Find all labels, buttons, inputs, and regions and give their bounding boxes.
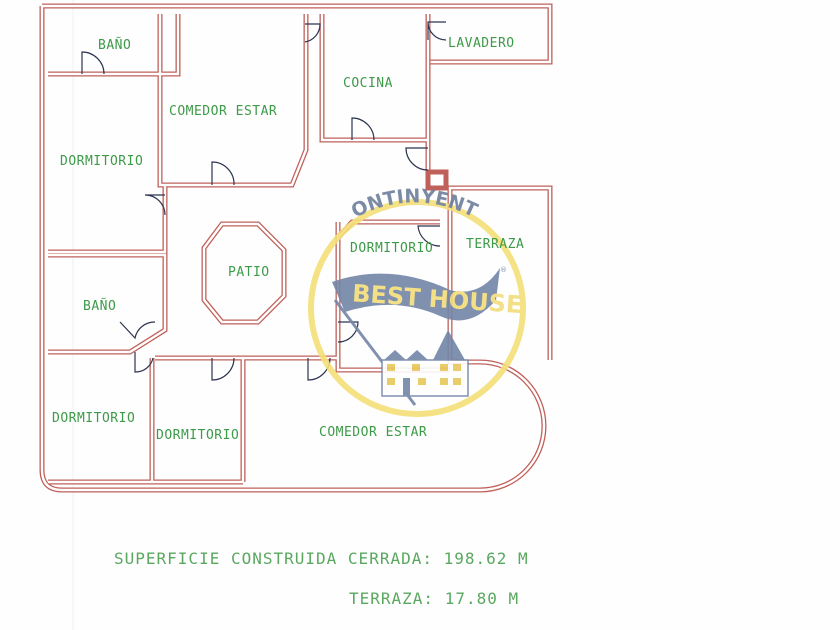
area-summary: SUPERFICIE CONSTRUIDA CERRADA: 198.62 M … — [114, 549, 529, 608]
closed-area-text: SUPERFICIE CONSTRUIDA CERRADA: 198.62 M — [114, 549, 529, 568]
terrace-area-text: TERRAZA: 17.80 M — [349, 589, 519, 608]
watermark-logo: ONTINYENT BEST HOUSE ® — [308, 185, 526, 417]
label-comedor-top: COMEDOR ESTAR — [169, 104, 277, 119]
doors — [81, 21, 447, 381]
walls — [39, 3, 553, 493]
label-terraza: TERRAZA — [466, 237, 524, 252]
logo-ring — [308, 199, 526, 417]
logo-town: ONTINYENT — [348, 185, 481, 222]
label-comedor-bottom: COMEDOR ESTAR — [319, 425, 427, 440]
label-lavadero: LAVADERO — [448, 36, 515, 51]
label-cocina: COCINA — [343, 76, 393, 91]
logo-banner — [332, 268, 500, 321]
label-bano-top: BAÑO — [98, 37, 131, 53]
label-dormitorio-bottom-left: DORMITORIO — [52, 411, 135, 426]
label-dormitorio-mid: DORMITORIO — [350, 241, 433, 256]
label-dormitorio-bottom: DORMITORIO — [156, 428, 239, 443]
house-icon — [381, 330, 469, 397]
label-bano-left: BAÑO — [83, 298, 116, 314]
label-dormitorio-left: DORMITORIO — [60, 154, 143, 169]
logo-registered: ® — [500, 266, 507, 274]
room-labels: BAÑO COMEDOR ESTAR COCINA LAVADERO DORMI… — [52, 36, 524, 443]
label-patio: PATIO — [228, 265, 270, 280]
